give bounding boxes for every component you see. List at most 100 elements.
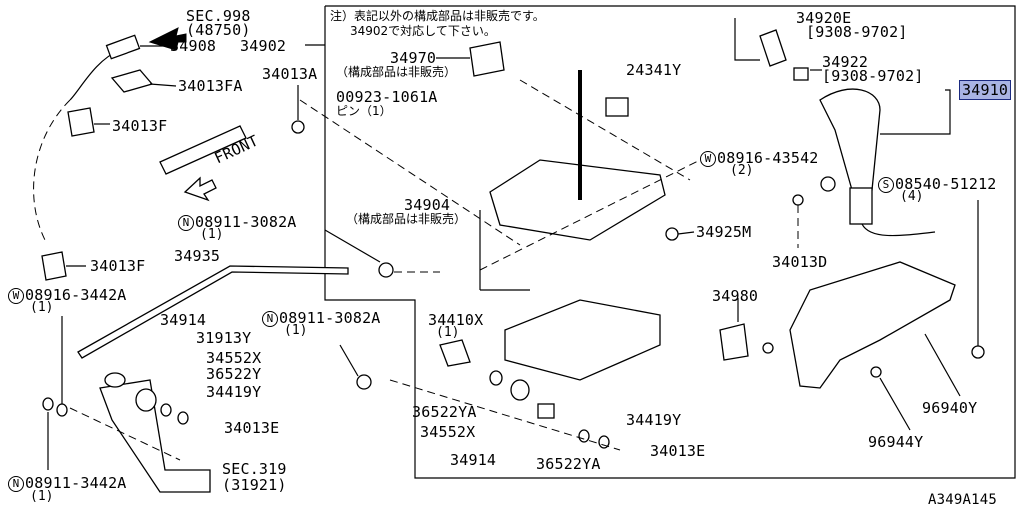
bushing-34552x-center <box>510 379 530 401</box>
cable-dashed-run <box>33 99 71 241</box>
washer-08916-3442a <box>56 403 68 417</box>
leader-96944y <box>879 377 911 431</box>
dashed-center-lower <box>389 379 621 451</box>
note-jp-line1: 注）表記以外の構成部品は非販売です。 <box>330 9 545 23</box>
label-34914-center: 34914 <box>450 451 497 469</box>
label-34013fa: 34013FA <box>178 77 243 95</box>
shifter-base-34904 <box>489 159 666 241</box>
prefix-n-icon: N <box>178 215 194 231</box>
leader-34925m <box>677 231 695 235</box>
front-arrow-icon <box>183 176 217 202</box>
dashed-shifter-mid <box>479 159 701 271</box>
bushing-31913y <box>104 372 126 388</box>
label-34935: 34935 <box>174 247 221 265</box>
bracket-34980 <box>719 323 749 361</box>
sec-arrow-icon <box>148 27 187 51</box>
washer-34419y-left <box>177 411 189 425</box>
qty-08911-3442a: (1) <box>30 489 54 504</box>
label-34920e: 34920E <box>796 9 852 27</box>
clip-34013fa <box>110 69 154 93</box>
label-36522ya-center: 36522YA <box>412 403 477 421</box>
label-34980: 34980 <box>712 287 759 305</box>
washer-08916-43542 <box>820 176 836 192</box>
screw-08540-51212 <box>971 345 985 359</box>
label-34970: 34970 <box>390 49 437 67</box>
dashed-shifter-top <box>519 79 691 181</box>
clip-34013f-lower <box>41 251 67 281</box>
label-34920e-date: [9308-9702] <box>806 23 908 41</box>
label-34922: 34922 <box>822 53 869 71</box>
note-pin: ピン（1） <box>336 104 392 118</box>
nut-08911-3082a-upper <box>378 262 394 278</box>
prefix-w-icon: W <box>700 151 716 167</box>
sec-319-ref: (31921) <box>222 476 287 494</box>
rod-34935 <box>77 265 349 359</box>
knob-34910 <box>819 88 881 191</box>
label-34914-left: 34914 <box>160 311 207 329</box>
label-31913y: 31913Y <box>196 329 252 347</box>
label-34904: 34904 <box>404 196 451 214</box>
nut-08911-3082a-lower <box>356 374 372 390</box>
label-34902: 34902 <box>240 37 287 55</box>
leader-34013fa <box>149 83 177 87</box>
dashed-lever-lower <box>69 407 181 461</box>
nut-08911-3442a <box>42 397 54 411</box>
label-96940y: 96940Y <box>922 399 978 417</box>
qty-34410x: (1) <box>436 325 460 340</box>
label-34013a: 34013A <box>262 65 318 83</box>
prefix-s-icon: S <box>878 177 894 193</box>
qty-08911-3082a-upper: (1) <box>200 227 224 242</box>
note-34904-not-sold: （構成部品は非販売） <box>346 212 467 226</box>
prefix-n-icon: N <box>8 476 24 492</box>
block-24341y <box>605 97 629 117</box>
indicator-panel-96940y <box>789 261 956 389</box>
leader-08911-lower <box>339 344 359 377</box>
label-34925m: 34925M <box>696 223 752 241</box>
label-34908: 34908 <box>170 37 217 55</box>
label-34013f-lower: 34013F <box>90 257 146 275</box>
label-96944y: 96944Y <box>868 433 924 451</box>
bushing-34410x <box>439 339 471 367</box>
bolt-34925m <box>665 227 679 241</box>
bolt-34013a <box>291 120 305 134</box>
bushing-34552x-left <box>135 388 157 412</box>
qty-08540-51212: (4) <box>900 189 924 204</box>
leader-34910 <box>880 89 951 135</box>
label-36522y: 36522Y <box>206 365 262 383</box>
label-24341y: 24341Y <box>626 61 682 79</box>
bulb-96944y <box>870 366 882 378</box>
dashed-34013a <box>299 99 521 246</box>
washer-36522ya-right <box>578 429 590 443</box>
label-34419y-left: 34419Y <box>206 383 262 401</box>
label-34013e-right: 34013E <box>650 442 706 460</box>
label-34552x-left: 34552X <box>206 349 262 367</box>
sec-998-ref: (48750) <box>186 21 251 39</box>
label-34419y-right: 34419Y <box>626 411 682 429</box>
label-34910: 34910 <box>958 80 1012 100</box>
knob-wire <box>861 223 936 237</box>
washer-36522y-left <box>160 403 172 417</box>
cable-end-fitting <box>105 34 141 60</box>
label-00923-1061a: 00923-1061A <box>336 88 438 106</box>
bolt-34013d <box>792 194 804 206</box>
leader-34920e <box>734 18 760 61</box>
washer-36522ya-center <box>489 370 503 386</box>
note-jp-line2: 34902で対応して下さい。 <box>350 24 496 38</box>
label-34552x-center: 34552X <box>420 423 476 441</box>
assembly-frame <box>324 5 1016 479</box>
label-36522ya-right: 36522YA <box>536 455 601 473</box>
label-34410x: 34410X <box>428 311 484 329</box>
label-34013e-left: 34013E <box>224 419 280 437</box>
prefix-n-icon: N <box>262 311 278 327</box>
qty-08911-3082a-lower: (1) <box>284 323 308 338</box>
leader-96940y <box>924 333 961 397</box>
part-34920e <box>759 29 787 67</box>
label-34013f-upper: 34013F <box>112 117 168 135</box>
part-34922 <box>793 67 809 81</box>
